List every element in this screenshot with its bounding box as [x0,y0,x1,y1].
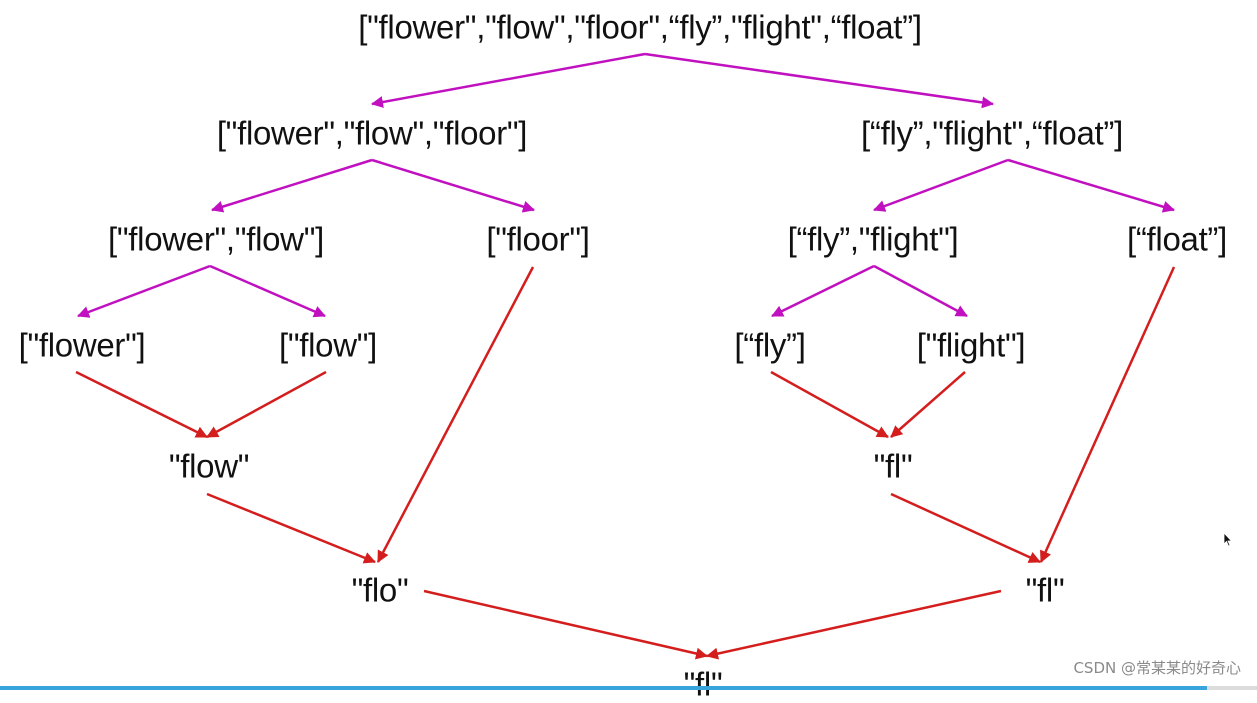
merge-arrow-fl-fl [890,492,1041,564]
merge-arrow-floor-flo [376,266,535,563]
node-float: [“float”] [1127,220,1227,258]
mouse-pointer-icon [1223,532,1233,547]
merge-arrow-float-fl [1039,266,1176,563]
node-floor: ["floor"] [486,220,590,258]
split-arrow-flowerflow-flow [209,264,326,318]
node-flower: ["flower"] [18,326,146,364]
node-left-half: ["flower","flow","floor"] [216,114,528,152]
merge-arrow-flight-fl [890,371,966,438]
node-right-half: [“fly”,"flight",“float”] [861,114,1123,152]
bottom-progress-bar [0,686,1257,690]
result-fl-merge: "fl" [1025,571,1065,609]
split-arrow-lefthalf-floor [371,158,535,213]
merge-arrow-flow-flo [206,492,376,564]
result-fl-right: "fl" [873,447,913,485]
result-flo: "flo" [351,571,409,609]
result-final: "fl" [683,665,723,703]
node-fly: [“fly”] [734,326,806,364]
bottom-bar-end [1207,686,1257,690]
split-arrow-root-left [371,52,646,108]
node-flight: ["flight"] [916,326,1026,364]
split-arrow-flyflight-flight [873,264,968,318]
merge-arrow-fly-fl [770,370,889,439]
split-arrow-flowerflow-flower [77,264,211,318]
node-root-array: ["flower","flow","floor",“fly”,"flight",… [358,8,922,46]
split-arrow-flyflight-fly [771,264,875,318]
node-flower-flow: ["flower","flow"] [108,220,324,258]
split-arrow-root-right [644,52,994,109]
split-arrow-righthalf-float [1007,158,1175,213]
node-fly-flight: [“fly”,"flight"] [787,220,959,258]
merge-arrow-flower-flow [75,370,208,439]
merge-arrow-fl-final [706,589,1002,660]
result-flow: "flow" [168,447,250,485]
watermark: CSDN @常某某的好奇心 [1073,659,1241,677]
split-arrow-righthalf-flyflight [873,158,1009,212]
split-arrow-lefthalf-flowerflow [211,158,373,213]
node-flow: ["flow"] [278,326,378,364]
merge-arrow-flow-flow [206,370,327,439]
merge-arrow-flo-final [423,589,708,660]
